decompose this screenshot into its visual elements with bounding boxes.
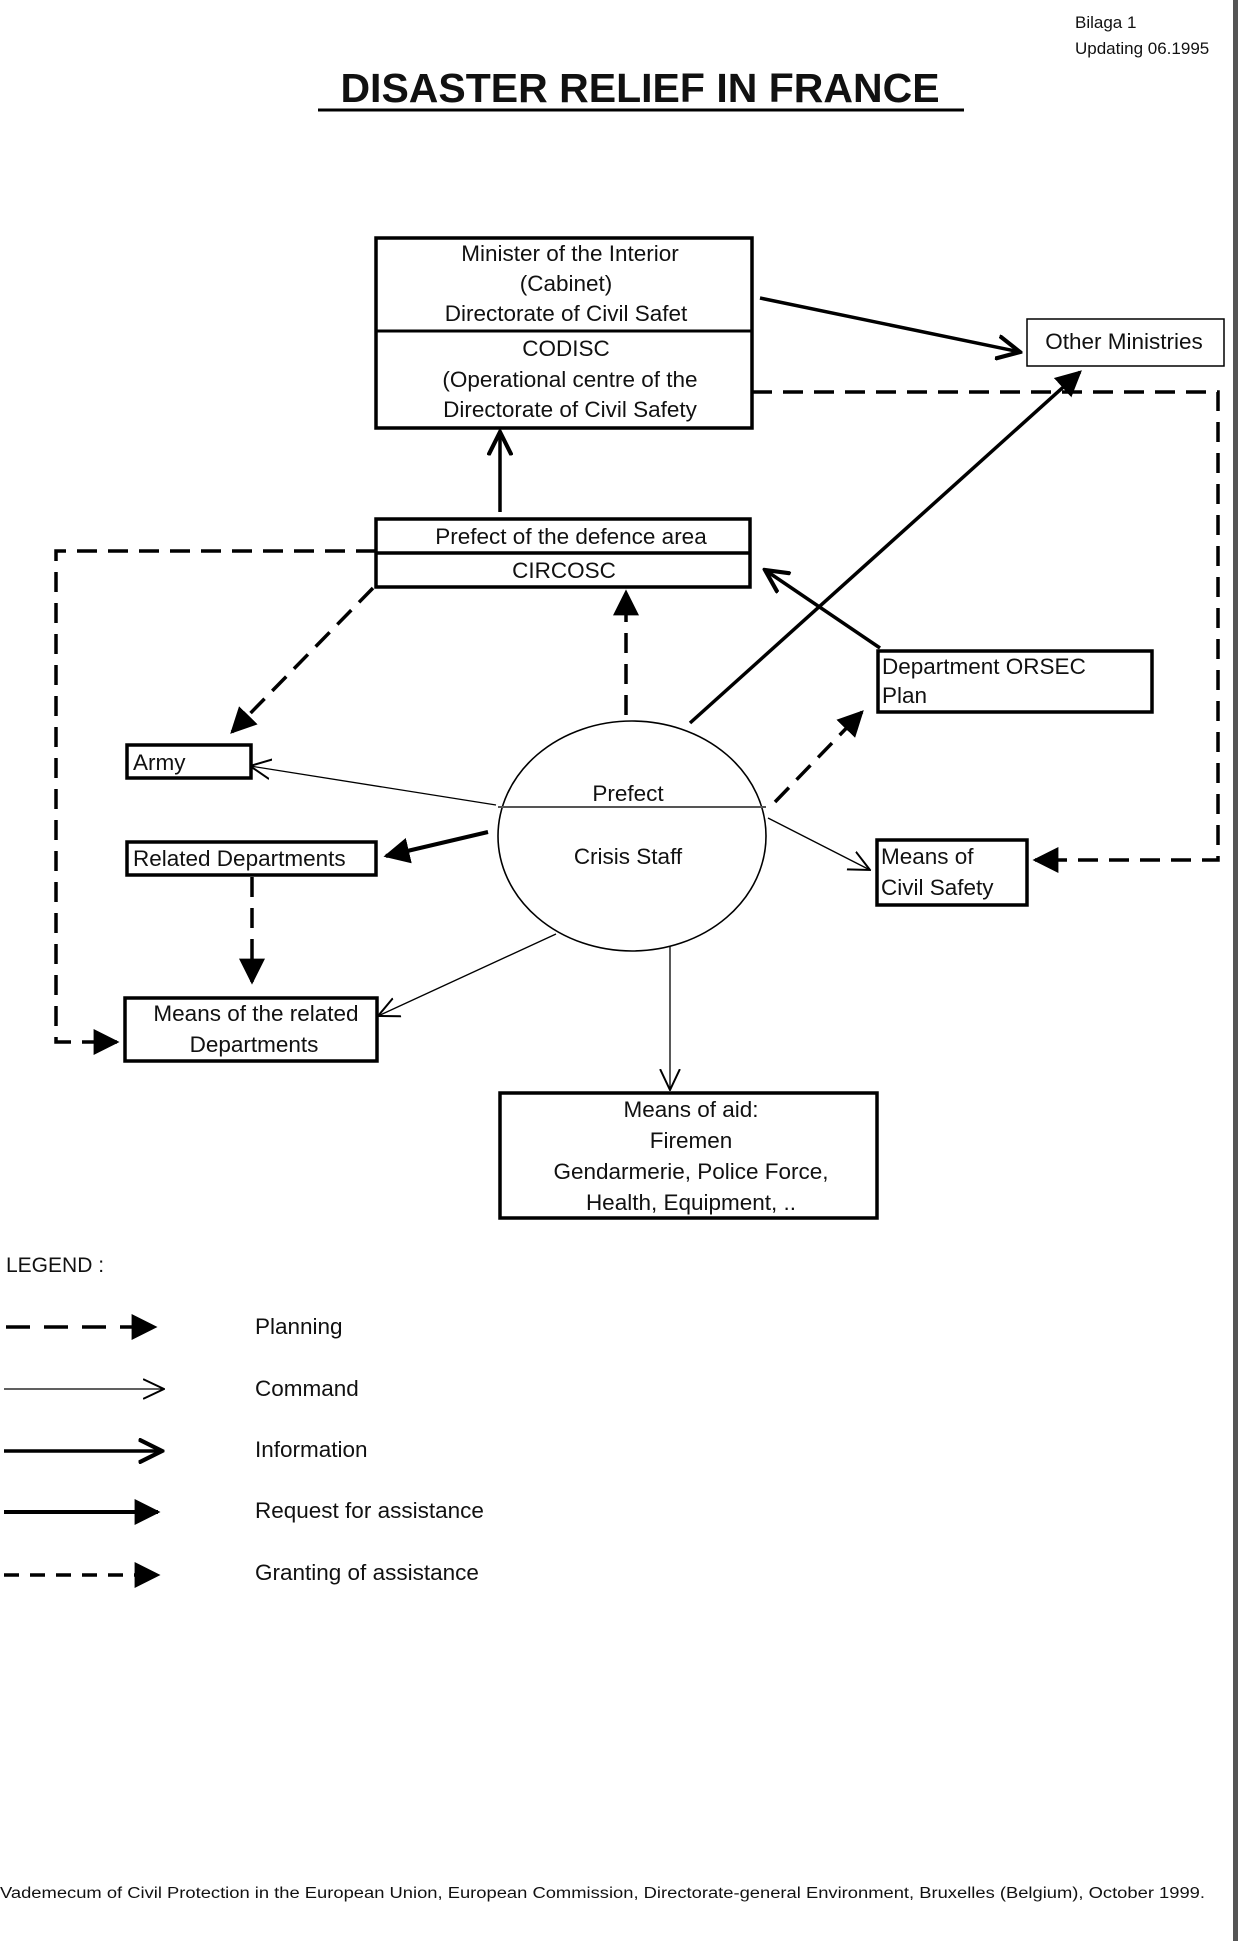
minister-line-3: Directorate of Civil Safet	[445, 301, 688, 326]
legend-planning-label: Planning	[255, 1314, 343, 1339]
civil-safety-means-box: Means of Civil Safety	[875, 838, 1029, 907]
aid-means-box: Means of aid: Firemen Gendarmerie, Polic…	[498, 1091, 879, 1220]
legend-command-label: Command	[255, 1376, 359, 1401]
minister-line-2: (Cabinet)	[520, 271, 613, 296]
aid-means-line-4: Health, Equipment, ..	[586, 1190, 796, 1215]
related-departments-label: Related Departments	[133, 846, 346, 871]
legend-request-label: Request for assistance	[255, 1498, 484, 1523]
orsec-line-1: Department ORSEC	[882, 654, 1086, 679]
page-edge-rule	[1233, 0, 1238, 1941]
arrow-minister-to-ministries	[759, 296, 1020, 352]
orsec-line-2: Plan	[882, 683, 927, 708]
legend-title: LEGEND :	[6, 1254, 104, 1277]
page-title: DISASTER RELIEF IN FRANCE	[340, 65, 939, 111]
annex-label: Bilaga 1	[1075, 13, 1136, 32]
arrow-orsec-to-circosc	[765, 570, 881, 650]
arrow-prefect-to-orsec	[773, 710, 864, 804]
arrow-prefect-to-ministries	[688, 370, 1082, 725]
arrow-defence-to-related-means	[54, 549, 376, 1055]
other-ministries-label: Other Ministries	[1045, 329, 1203, 354]
minister-line-1: Minister of the Interior	[461, 241, 679, 266]
codisc-line-1: CODISC	[522, 336, 610, 361]
legend: LEGEND : Planning Command Information Re…	[4, 1254, 484, 1588]
arrow-prefect-to-related	[383, 830, 489, 864]
related-means-line-1: Means of the related	[153, 1001, 358, 1026]
arrow-prefect-to-army	[250, 766, 497, 806]
legend-information-label: Information	[255, 1437, 368, 1462]
army-box: Army	[125, 743, 253, 780]
legend-granting-label: Granting of assistance	[255, 1560, 479, 1585]
prefect-label: Prefect	[592, 781, 664, 806]
orsec-box: Department ORSEC Plan	[876, 649, 1154, 714]
army-label: Army	[133, 750, 186, 775]
arrow-prefect-to-related-means	[378, 933, 557, 1016]
other-ministries-box: Other Ministries	[1026, 318, 1225, 367]
arrow-circosc-to-army	[230, 586, 375, 734]
circosc-label: CIRCOSC	[512, 558, 616, 583]
prefect-defence-box: Prefect of the defence area CIRCOSC	[374, 517, 752, 589]
update-label: Updating 06.1995	[1075, 39, 1209, 58]
codisc-line-2: (Operational centre of the	[442, 367, 697, 392]
aid-means-line-2: Firemen	[650, 1128, 733, 1153]
prefect-crisis-circle: Prefect Crisis Staff	[497, 720, 767, 952]
civil-safety-line-1: Means of	[881, 844, 974, 869]
aid-means-line-1: Means of aid:	[623, 1097, 758, 1122]
prefect-defence-label: Prefect of the defence area	[435, 524, 707, 549]
related-departments-box: Related Departments	[125, 840, 378, 877]
source-footnote: Vademecum of Civil Protection in the Eur…	[0, 1885, 1205, 1902]
related-means-box: Means of the related Departments	[123, 996, 379, 1063]
civil-safety-line-2: Civil Safety	[881, 875, 994, 900]
minister-box: Minister of the Interior (Cabinet) Direc…	[374, 236, 754, 430]
codisc-line-3: Directorate of Civil Safety	[443, 397, 698, 422]
crisis-staff-label: Crisis Staff	[574, 844, 683, 869]
aid-means-line-3: Gendarmerie, Police Force,	[553, 1159, 828, 1184]
related-means-line-2: Departments	[190, 1032, 319, 1057]
arrow-prefect-to-civil-safety	[767, 817, 870, 870]
arrow-codisc-to-civil-safety	[752, 390, 1220, 873]
